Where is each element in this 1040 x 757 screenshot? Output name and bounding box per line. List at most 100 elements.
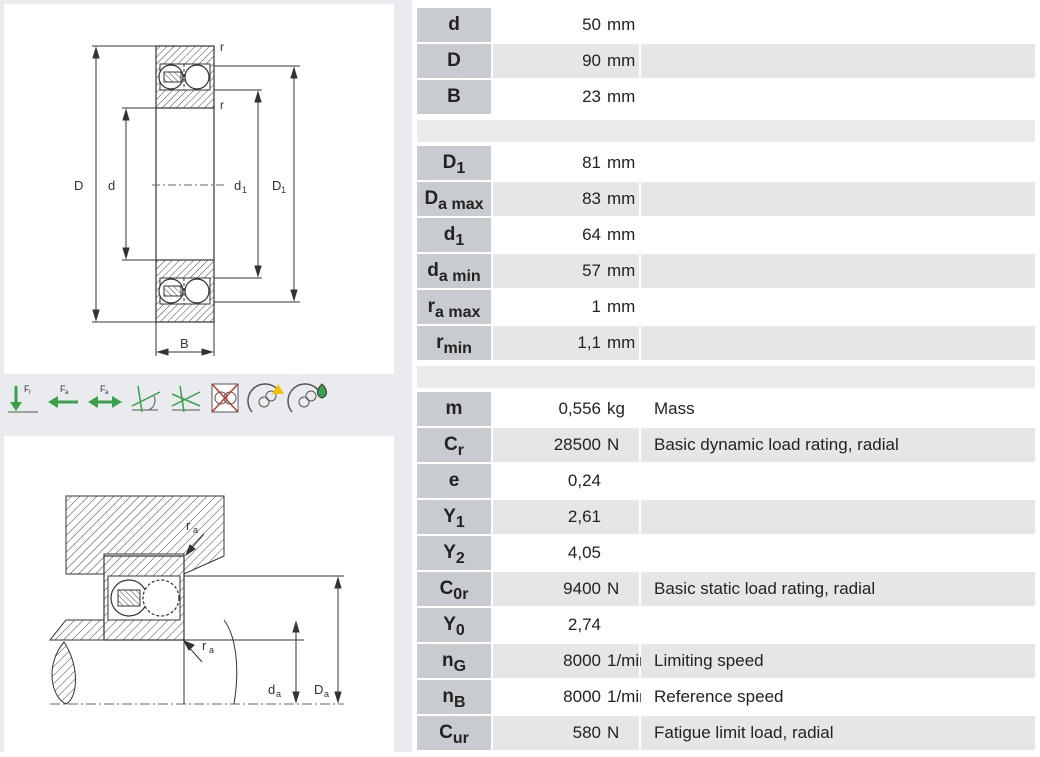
spec-unit: mm — [607, 189, 636, 208]
spec-symbol: Cur — [417, 716, 491, 750]
spec-row: Y0 2,74 — [417, 608, 1035, 644]
spec-description-cell — [641, 290, 1035, 324]
spec-symbol: d1 — [417, 218, 491, 252]
not-separable-icon[interactable] — [211, 383, 239, 413]
radial-load-icon[interactable]: F r — [8, 384, 38, 413]
svg-text:F: F — [24, 384, 30, 394]
spec-description: Mass — [654, 399, 695, 418]
spec-value: 2,74 — [567, 615, 601, 634]
spec-value: 0,24 — [567, 471, 601, 490]
spec-symbol: Y2 — [417, 536, 491, 570]
spec-value: 81 — [582, 153, 601, 172]
spec-symbol: da min — [417, 254, 491, 288]
spec-unit: N — [607, 579, 620, 598]
spec-description-cell — [641, 218, 1035, 252]
spec-row: rmin 1,1 mm — [417, 326, 1035, 362]
spec-value-cell: 8000 1/min — [493, 644, 649, 678]
axial-load-both-icon[interactable]: F a — [88, 384, 122, 408]
sealing-icon[interactable] — [287, 383, 327, 413]
bearing-cross-section-svg: D d d 1 D 1 r r B — [74, 40, 300, 356]
spec-value: 9400 — [563, 579, 601, 598]
spec-unit: mm — [607, 87, 636, 106]
spec-symbol: Y0 — [417, 608, 491, 642]
spec-value-cell: 580 N — [493, 716, 639, 750]
spec-value: 1,1 — [577, 333, 601, 352]
spec-value: 580 — [572, 723, 601, 742]
spec-description: Limiting speed — [654, 651, 764, 670]
spec-value: 28500 — [553, 435, 601, 454]
spec-row: ra max 1 mm — [417, 290, 1035, 326]
spec-description-cell: Reference speed — [641, 680, 1035, 714]
left-panel: D d d 1 D 1 r r B F r F a — [0, 0, 412, 752]
bearing-top-section — [155, 45, 215, 109]
spec-value-cell: 23 mm — [493, 80, 639, 114]
spec-unit: 1/min — [607, 687, 649, 706]
label-Da-sub: a — [324, 689, 329, 699]
spec-value-cell: 28500 N — [493, 428, 639, 462]
spec-value: 50 — [582, 15, 601, 34]
spec-unit: N — [607, 435, 620, 454]
label-B: B — [180, 336, 189, 351]
spec-unit: mm — [607, 153, 636, 172]
spec-description-cell — [641, 8, 1035, 42]
spec-symbol: C0r — [417, 572, 491, 606]
label-D1-sub: 1 — [281, 185, 286, 195]
spec-unit: mm — [607, 15, 636, 34]
spec-unit: mm — [607, 333, 636, 352]
spec-symbol: ra max — [417, 290, 491, 324]
label-ra-bottom: r — [202, 638, 207, 653]
label-ra-top: r — [186, 518, 191, 533]
label-da-sub: a — [276, 689, 281, 699]
spec-description-cell — [641, 182, 1035, 216]
spec-description-cell — [641, 536, 1035, 570]
spec-value-cell: 4,05 — [493, 536, 639, 570]
spec-unit: N — [607, 723, 620, 742]
label-r-mid: r — [220, 98, 224, 112]
spec-value: 83 — [582, 189, 601, 208]
lubrication-icon[interactable] — [247, 383, 284, 413]
spec-description-cell — [641, 146, 1035, 180]
svg-text:F: F — [60, 384, 66, 394]
label-d1-sub: 1 — [242, 185, 247, 195]
spec-unit: mm — [607, 51, 636, 70]
spec-value: 1 — [591, 297, 601, 316]
mounting-cross-section-svg: r a r a d a D a — [48, 495, 344, 705]
spec-description-cell: Basic static load rating, radial — [641, 572, 1035, 606]
label-r-top: r — [220, 40, 224, 54]
spec-value-cell: 1 mm — [493, 290, 639, 324]
spec-description-cell: Limiting speed — [641, 644, 1035, 678]
property-icon-bar: F r F a F a — [8, 380, 408, 420]
property-icons-svg: F r F a F a — [8, 383, 327, 413]
svg-text:F: F — [100, 384, 106, 394]
spec-value-cell: 0,24 — [493, 464, 639, 498]
spec-description-cell: Fatigue limit load, radial — [641, 716, 1035, 750]
spec-unit: 1/min — [607, 651, 649, 670]
spec-description-cell — [641, 44, 1035, 78]
group-separator — [417, 366, 1035, 388]
spec-row: B 23 mm — [417, 80, 1035, 116]
spec-value: 8000 — [563, 651, 601, 670]
spec-description-cell: Basic dynamic load rating, radial — [641, 428, 1035, 462]
axial-load-left-icon[interactable]: F a — [48, 384, 78, 408]
angle-misalignment-2-icon[interactable] — [171, 385, 201, 413]
spec-value: 57 — [582, 261, 601, 280]
spec-row: C0r 9400 N Basic static load rating, radial — [417, 572, 1035, 608]
spec-symbol: Cr — [417, 428, 491, 462]
spec-unit: mm — [607, 297, 636, 316]
spec-symbol: B — [417, 80, 491, 114]
label-Da: D — [314, 682, 323, 697]
angle-misalignment-icon[interactable] — [131, 385, 161, 413]
label-ra-bottom-sub: a — [209, 645, 214, 655]
spec-symbol: rmin — [417, 326, 491, 360]
spec-description-cell — [641, 326, 1035, 360]
spec-value: 23 — [582, 87, 601, 106]
label-D: D — [74, 178, 83, 193]
group-separator — [417, 120, 1035, 142]
